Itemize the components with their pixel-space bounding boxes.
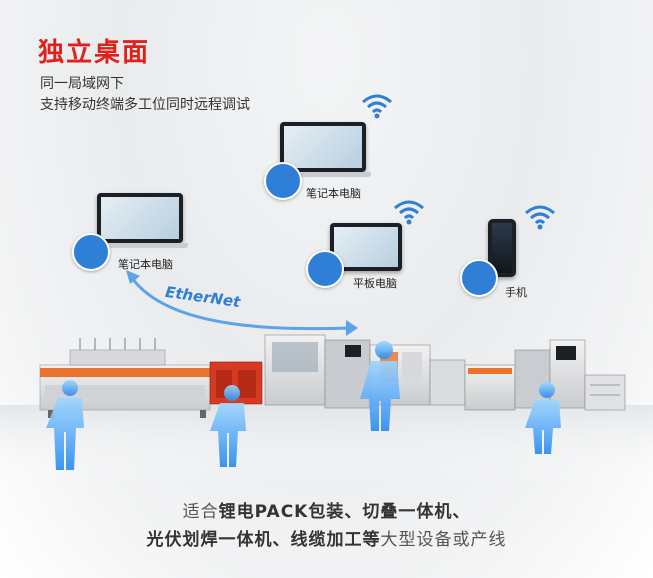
device-label-phone: 手机 — [505, 286, 527, 299]
subtitle-line-2: 支持移动终端多工位同时远程调试 — [40, 97, 250, 113]
footer-line-1-prefix: 适合 — [182, 502, 219, 522]
operator-4 — [525, 382, 561, 454]
user-avatar-icon — [72, 233, 110, 271]
laptop-screen — [280, 122, 366, 172]
device-label-laptop-top: 笔记本电脑 — [306, 187, 361, 200]
footer-line-2: 光伏划焊一体机、线缆加工等大型设备或产线 — [0, 525, 653, 550]
device-label-laptop-left: 笔记本电脑 — [118, 258, 173, 271]
subtitle-line-1: 同一局域网下 — [40, 76, 124, 92]
device-laptop-left[interactable] — [93, 193, 188, 253]
laptop-screen — [97, 193, 183, 243]
page-title: 独立桌面 — [38, 38, 151, 68]
machine-right — [464, 339, 626, 411]
wifi-icon — [525, 205, 555, 230]
ethernet-link-arrow — [130, 277, 353, 331]
footer-line-1-bold: 锂电PACK包装、切叠一体机、 — [218, 502, 471, 522]
operator-3 — [360, 341, 400, 431]
operator-1 — [46, 380, 84, 470]
device-label-tablet: 平板电脑 — [353, 277, 397, 290]
footer-line-2-suffix: 大型设备或产线 — [380, 530, 507, 550]
footer-line-1: 适合锂电PACK包装、切叠一体机、 — [0, 497, 653, 522]
device-laptop-top[interactable] — [276, 122, 371, 182]
wifi-icon — [362, 94, 392, 119]
footer-line-2-bold: 光伏划焊一体机、线缆加工等 — [146, 530, 381, 550]
user-avatar-icon — [306, 250, 344, 288]
wifi-icon — [394, 200, 424, 225]
operator-2 — [210, 385, 246, 467]
user-avatar-icon — [460, 259, 498, 297]
user-avatar-icon — [264, 162, 302, 200]
